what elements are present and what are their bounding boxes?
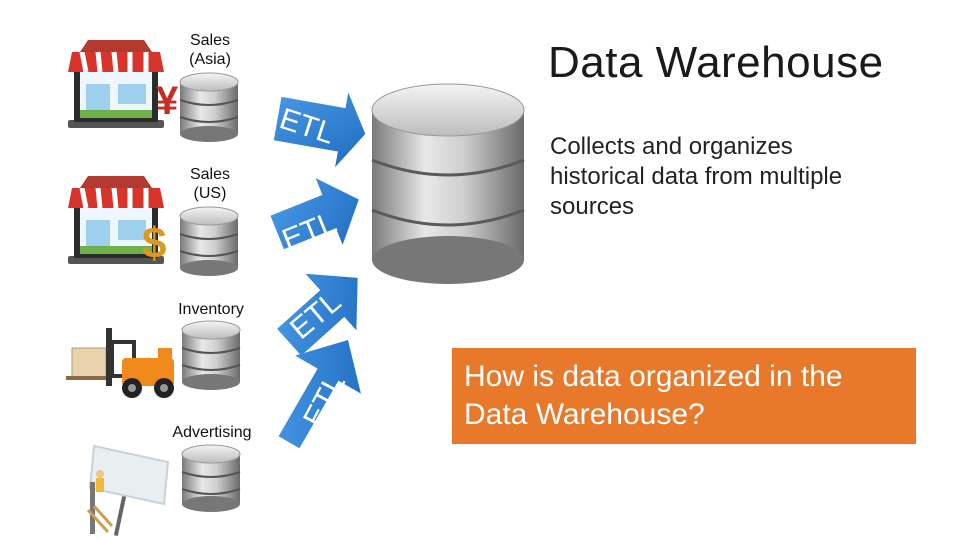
source-label-inventory: Inventory	[178, 301, 244, 318]
forklift-icon	[66, 328, 174, 398]
page-title: Data Warehouse	[548, 38, 884, 87]
warehouse-database-icon	[371, 83, 525, 284]
source-database-icon	[179, 206, 239, 276]
source-label-sales-us: Sales (US)	[189, 166, 231, 202]
source-database-icon	[179, 72, 239, 142]
etl-arrow	[273, 92, 366, 168]
svg-text:¥: ¥	[156, 79, 179, 123]
etl-arrow	[277, 273, 358, 356]
etl-arrow	[278, 340, 361, 449]
billboard-icon	[86, 444, 170, 536]
description-text: Collects and organizes historical data f…	[550, 133, 843, 220]
svg-text:$: $	[142, 219, 166, 268]
question-callout: How is data organized in the Data Wareho…	[452, 348, 916, 444]
source-database-icon	[181, 320, 241, 390]
source-label-advertising: Advertising	[172, 424, 252, 441]
source-label-sales-asia: Sales (Asia)	[189, 32, 231, 68]
etl-arrow	[270, 178, 359, 250]
source-database-icon	[181, 444, 241, 512]
store-dollar-icon: $	[68, 176, 166, 268]
store-yen-icon: ¥	[68, 40, 179, 128]
